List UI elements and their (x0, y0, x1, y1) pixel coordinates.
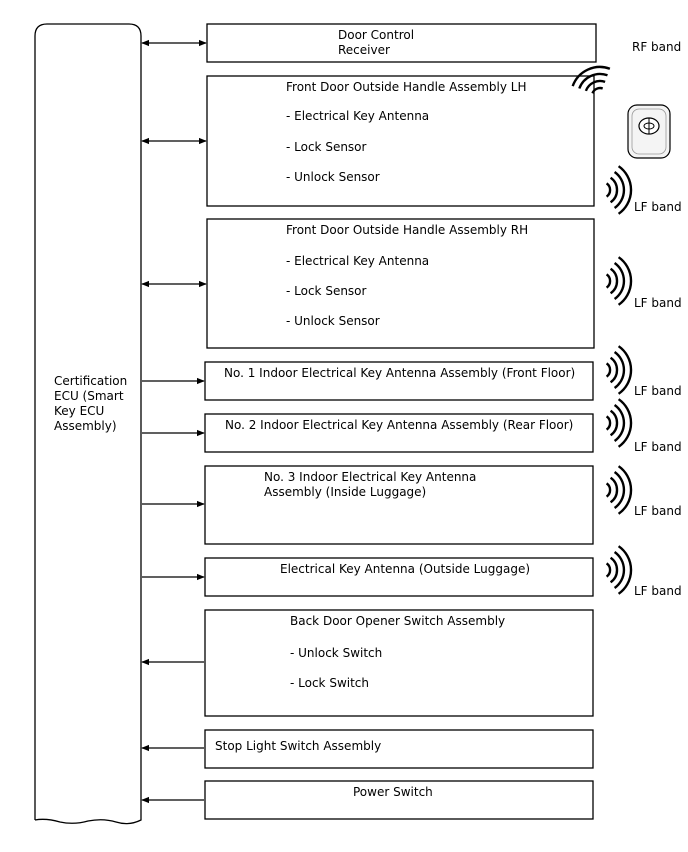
indoor-antenna-2-box (204, 413, 594, 453)
ecu-label-line: Assembly) (54, 419, 117, 433)
front-door-lh-box (206, 75, 595, 207)
ecu-block (34, 23, 142, 825)
lf-waves-icon (605, 345, 633, 395)
front-door-rh-item: - Electrical Key Antenna (286, 254, 430, 268)
signal-waves (571, 65, 633, 595)
outside-luggage-antenna-label: Electrical Key Antenna (Outside Luggage) (280, 562, 531, 576)
lf-waves-icon (605, 465, 633, 515)
smart-key-fob-icon (627, 104, 671, 159)
indoor-antenna-1-label: No. 1 Indoor Electrical Key Antenna Asse… (224, 366, 576, 380)
stop-light-switch-label: Stop Light Switch Assembly (215, 739, 382, 753)
rf-waves-icon (571, 65, 611, 94)
back-door-opener-item: - Unlock Switch (290, 646, 383, 660)
indoor-antenna-2-label: No. 2 Indoor Electrical Key Antenna Asse… (225, 418, 574, 432)
back-door-opener-box (204, 609, 594, 717)
box-title-line: No. 3 Indoor Electrical Key Antenna (264, 470, 477, 484)
lf-band-label: LF band (634, 384, 682, 398)
front-door-lh-item: - Unlock Sensor (286, 170, 380, 184)
lf-waves-icon (605, 165, 633, 215)
indoor-antenna-3-box (204, 465, 594, 545)
door-control-receiver-box (206, 23, 597, 63)
ecu-label-line: Key ECU (54, 404, 105, 418)
indoor-antenna-3-label: No. 3 Indoor Electrical Key Antenna Asse… (264, 470, 476, 500)
indoor-antenna-1-box (204, 361, 594, 401)
connection-arrows (141, 39, 207, 804)
back-door-opener-title: Back Door Opener Switch Assembly (290, 614, 506, 628)
outside-luggage-antenna-box (204, 557, 594, 597)
lf-waves-icon (605, 545, 633, 595)
front-door-lh-title: Front Door Outside Handle Assembly LH (286, 80, 527, 94)
box-title-line: Receiver (338, 43, 390, 57)
ecu-label: Certification ECU (Smart Key ECU Assembl… (54, 374, 127, 434)
power-switch-box (204, 780, 594, 820)
door-control-receiver-label: Door Control Receiver (338, 28, 414, 58)
lf-band-label: LF band (634, 440, 682, 454)
front-door-rh-title: Front Door Outside Handle Assembly RH (286, 223, 529, 237)
box-title-line: Door Control (338, 28, 415, 42)
front-door-lh-item: - Lock Sensor (286, 140, 367, 154)
stop-light-switch-box (204, 729, 594, 769)
front-door-rh-item: - Unlock Sensor (286, 314, 380, 328)
front-door-rh-box (206, 218, 595, 349)
lf-band-label: LF band (634, 200, 682, 214)
device-boxes (204, 23, 597, 820)
lf-band-label: LF band (634, 504, 682, 518)
lf-band-label: LF band (634, 584, 682, 598)
lf-waves-icon (605, 256, 633, 306)
back-door-opener-item: - Lock Switch (290, 676, 369, 690)
front-door-rh-item: - Lock Sensor (286, 284, 367, 298)
front-door-lh-item: - Electrical Key Antenna (286, 109, 430, 123)
lf-band-label: LF band (634, 296, 682, 310)
ecu-label-line: Certification (54, 374, 128, 388)
rf-band-label: RF band (632, 40, 682, 54)
ecu-label-line: ECU (Smart (54, 389, 124, 403)
box-title-line: Assembly (Inside Luggage) (264, 485, 427, 499)
power-switch-label: Power Switch (353, 785, 433, 799)
lf-waves-icon (605, 398, 633, 448)
